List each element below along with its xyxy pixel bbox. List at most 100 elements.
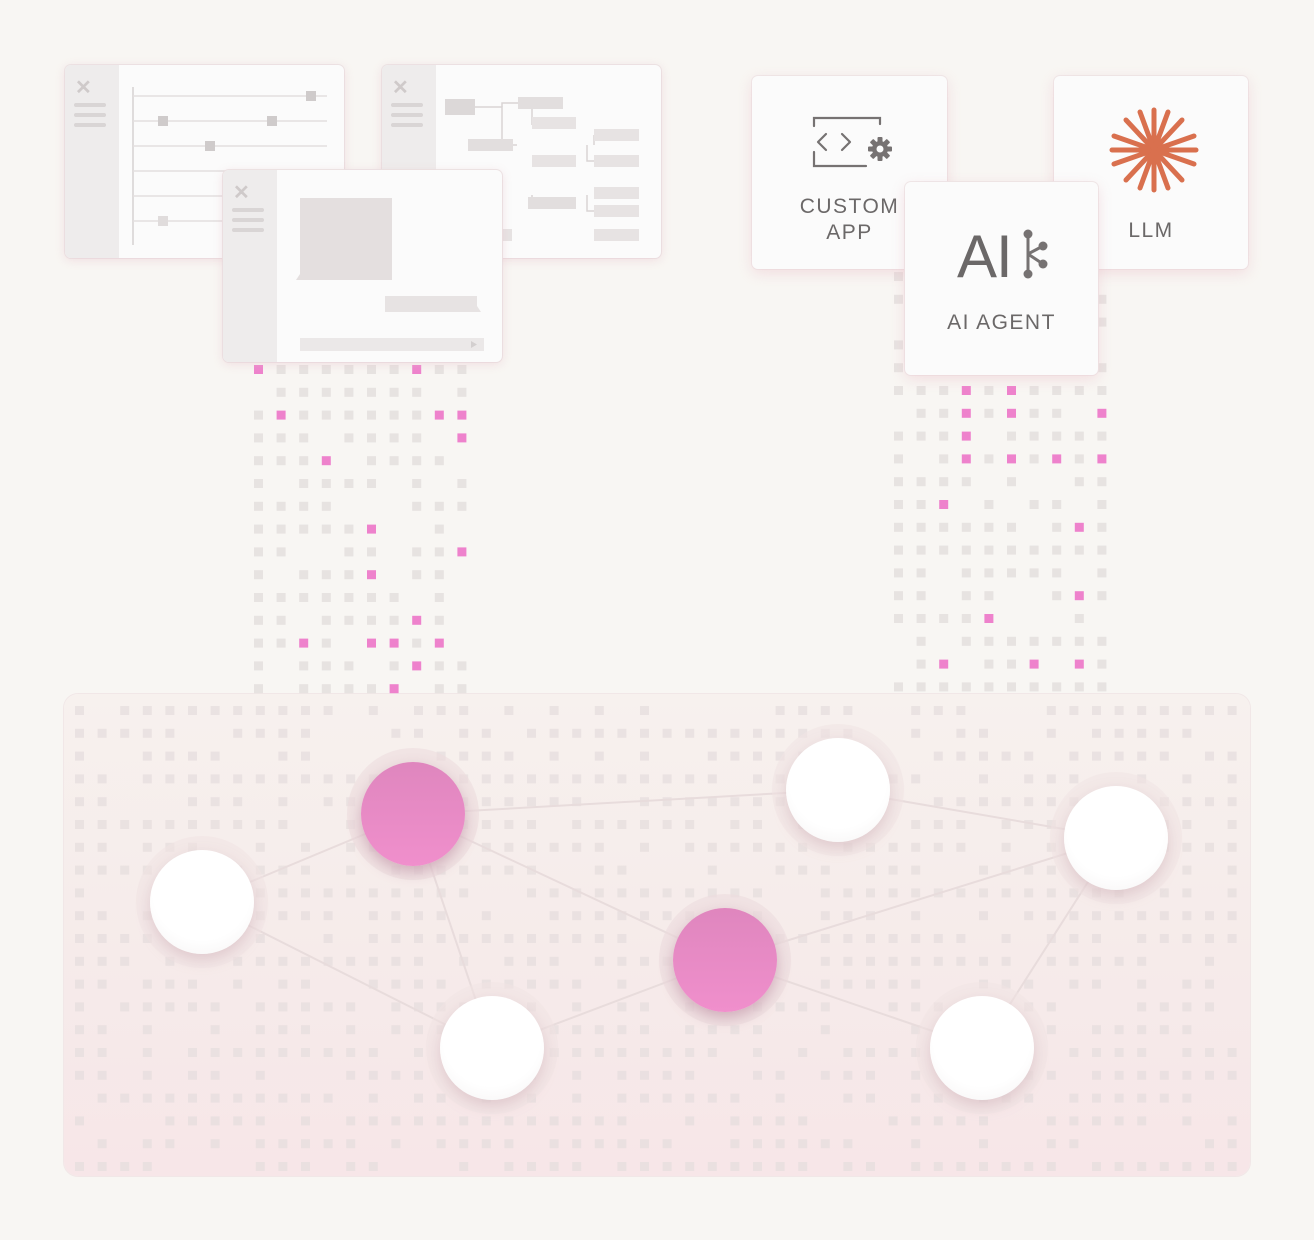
grid-dot: [457, 410, 467, 420]
grid-dot: [798, 1002, 808, 1012]
grid-dot: [165, 751, 175, 761]
grid-dot: [434, 410, 444, 420]
grid-dot: [617, 888, 627, 898]
grid-dot: [775, 1093, 785, 1103]
grid-dot: [481, 797, 491, 807]
grid-dot: [142, 706, 152, 715]
grid-dot: [775, 1002, 785, 1012]
grid-dot: [685, 1162, 695, 1171]
grid-dot: [412, 456, 422, 466]
grid-dot: [1137, 728, 1147, 738]
grid-dot: [820, 706, 830, 715]
grid-dot: [1024, 1162, 1034, 1171]
grid-dot: [120, 1002, 130, 1012]
grid-dot: [1137, 1093, 1147, 1103]
grid-dot: [457, 547, 467, 557]
grid-dot: [1069, 706, 1079, 715]
grid-dot: [188, 1116, 197, 1126]
grid-dot: [730, 820, 740, 829]
grid-dot: [276, 638, 286, 648]
grid-dot: [798, 1162, 808, 1171]
grid-dot: [1159, 911, 1169, 921]
grid-dot: [299, 638, 309, 648]
grid-dot: [730, 1025, 740, 1035]
grid-dot: [1052, 386, 1062, 395]
grid-dot: [1069, 1139, 1079, 1149]
grid-dot: [640, 1162, 649, 1171]
window-sidebar: ✕: [223, 170, 277, 362]
grid-dot: [707, 1093, 717, 1103]
grid-dot: [481, 934, 491, 943]
grid-dot: [1024, 1070, 1034, 1080]
grid-dot: [685, 911, 695, 921]
custom-app-card[interactable]: CUSTOM APP: [752, 76, 947, 269]
grid-dot: [956, 706, 966, 715]
grid-dot: [1205, 911, 1214, 921]
grid-dot: [75, 1002, 84, 1012]
grid-dot: [97, 1093, 107, 1103]
grid-dot: [346, 1025, 356, 1035]
grid-dot: [75, 888, 84, 898]
window-sidebar: ✕: [65, 65, 119, 258]
grid-dot: [276, 501, 286, 511]
grid-dot: [367, 433, 376, 443]
grid-dot: [391, 1139, 401, 1149]
grid-dot: [254, 684, 263, 694]
grid-dot: [1097, 294, 1107, 304]
grid-dot: [346, 956, 356, 966]
grid-dot: [866, 888, 875, 898]
grid-dot: [1069, 1093, 1079, 1103]
grid-dot: [866, 865, 875, 875]
grid-dot: [916, 659, 926, 669]
editor-window[interactable]: ✕: [223, 170, 502, 362]
flow-window[interactable]: ✕: [382, 65, 661, 258]
grid-dot: [933, 1162, 943, 1171]
grid-dot: [594, 774, 604, 784]
grid-dot: [367, 365, 376, 374]
grid-dot: [457, 365, 467, 374]
grid-dot: [775, 751, 785, 761]
grid-dot: [301, 1162, 310, 1171]
grid-dot: [549, 1162, 559, 1171]
grid-dot: [1114, 1162, 1124, 1171]
grid-dot: [301, 1116, 310, 1126]
grid-dot: [1092, 1162, 1101, 1171]
grid-dot: [730, 1162, 740, 1171]
grid-dot: [436, 979, 446, 989]
grid-dot: [481, 1116, 491, 1126]
grid-dot: [344, 433, 354, 443]
grid-dot: [640, 888, 649, 898]
ai-agent-card[interactable]: AI AI AGENT: [905, 182, 1098, 375]
grid-dot: [1114, 956, 1124, 966]
grid-dot: [1137, 774, 1147, 784]
grid-dot: [367, 456, 376, 466]
grid-dot: [97, 979, 107, 989]
grid-dot: [165, 820, 175, 829]
grid-dot: [820, 911, 830, 921]
grid-dot: [961, 477, 971, 487]
grid-dot: [346, 797, 356, 807]
grid-dot: [1029, 545, 1039, 555]
grid-dot: [956, 934, 966, 943]
grid-dot: [1182, 1162, 1192, 1171]
grid-dot: [165, 1116, 175, 1126]
grid-dot: [389, 684, 399, 694]
grid-dot: [594, 1139, 604, 1149]
grid-dot: [1074, 477, 1084, 487]
grid-dot: [549, 956, 559, 966]
grid-dot: [549, 1025, 559, 1035]
grid-dot: [1001, 865, 1011, 875]
grid-dot: [1092, 706, 1101, 715]
grid-dot: [1001, 979, 1011, 989]
grid-dot: [753, 1139, 762, 1149]
grid-dot: [459, 888, 469, 898]
grid-dot: [233, 820, 243, 829]
grid-dot: [549, 751, 559, 761]
grid-dot: [255, 956, 265, 966]
grid-dot: [1097, 659, 1107, 669]
grid-dot: [321, 501, 331, 511]
grid-dot: [984, 522, 994, 532]
grid-dot: [843, 1048, 853, 1057]
grid-dot: [527, 1093, 536, 1103]
grid-dot: [210, 706, 220, 715]
